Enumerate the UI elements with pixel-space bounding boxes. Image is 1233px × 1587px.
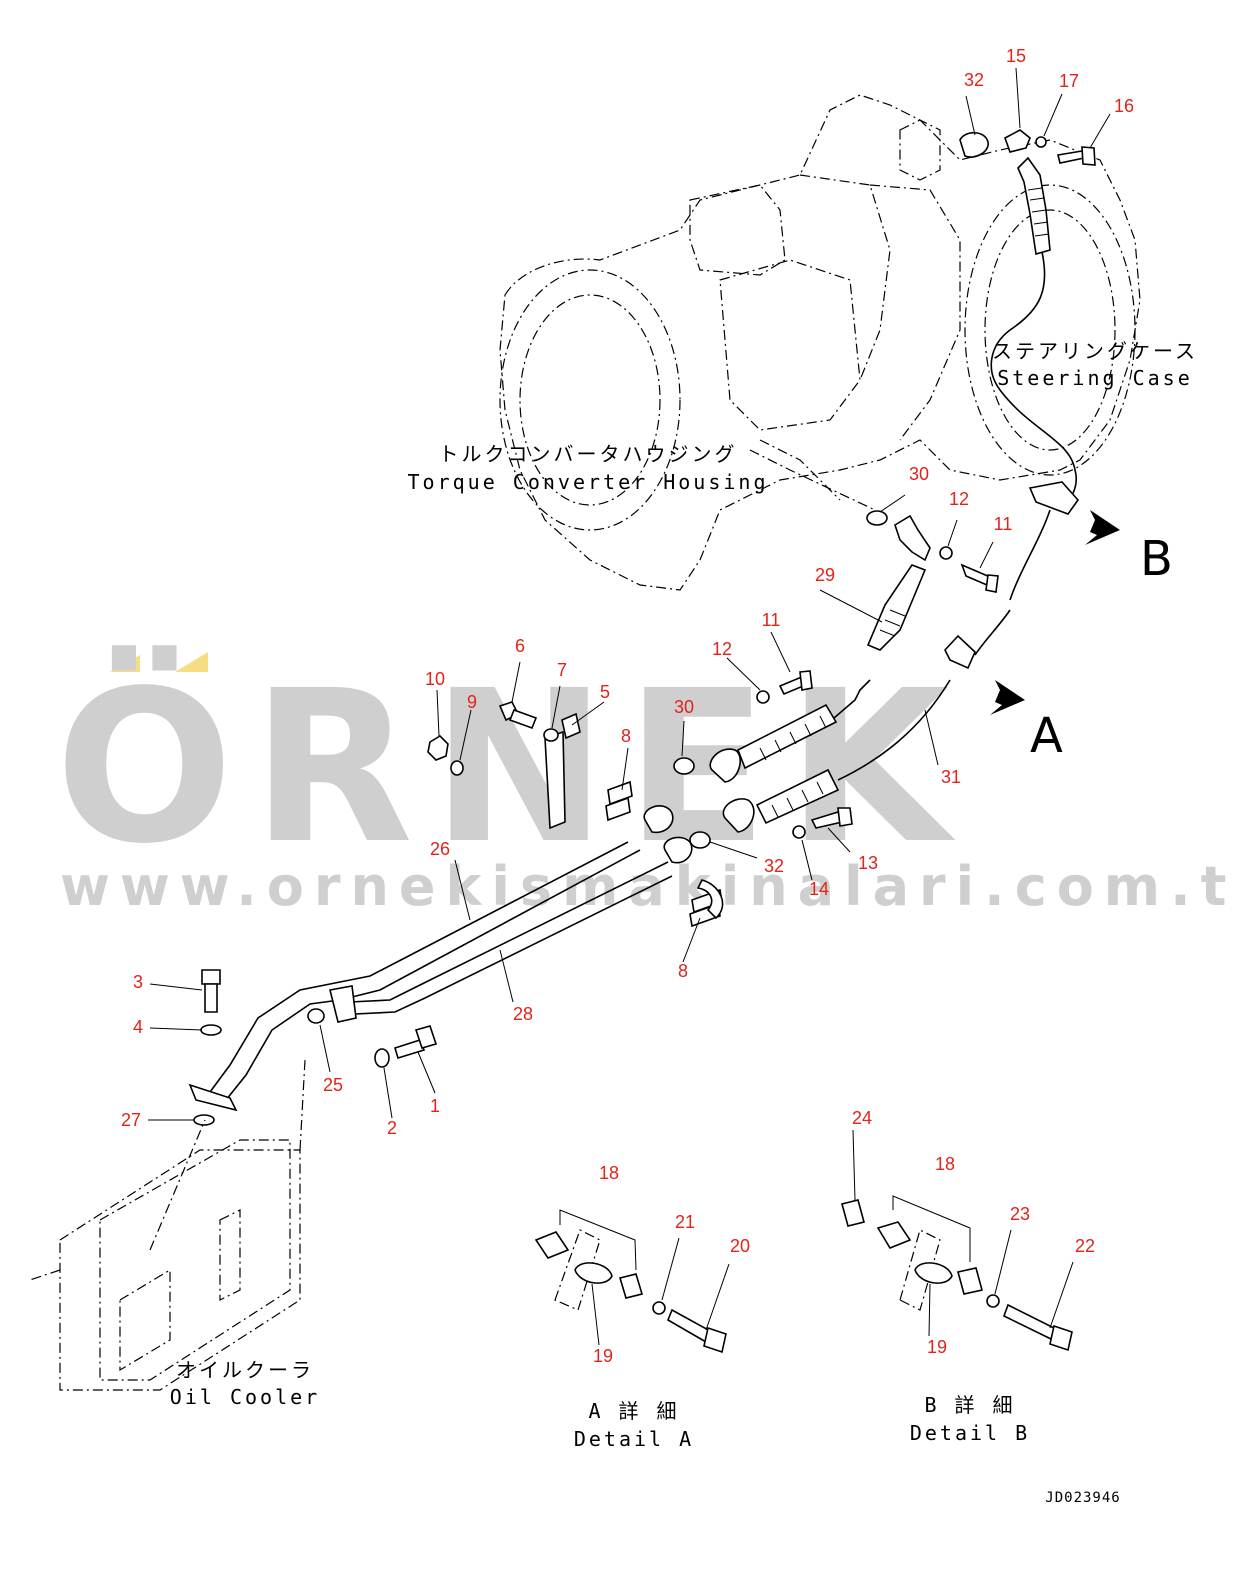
part-number: 12	[712, 639, 732, 659]
watermark-accent-right	[175, 652, 208, 672]
fasteners-left	[193, 701, 559, 1126]
part-number: 30	[674, 697, 694, 717]
part-number: 7	[557, 660, 567, 680]
part-number: 16	[1114, 96, 1134, 116]
part-number: 2	[387, 1118, 397, 1138]
detail-a-label-en: Detail A	[574, 1427, 694, 1451]
part-number: 12	[949, 489, 969, 509]
part-number: 10	[425, 669, 445, 689]
watermark: ÖRNEK www.ornekismakinalari.com.tr	[55, 644, 1233, 918]
torque-converter-label-jp: トルクコンバータハウジング	[439, 442, 738, 466]
steering-case-pipe	[959, 129, 1096, 496]
part-number: 18	[935, 1154, 955, 1174]
part-number: 32	[964, 70, 984, 90]
part-number: 24	[852, 1108, 872, 1128]
part-number: 30	[909, 464, 929, 484]
steering-case-label-jp: ステアリングケース	[992, 339, 1198, 363]
part-number: 21	[675, 1212, 695, 1232]
part-number-labels: 1 2 3 4 5 6 7 8 8 9 10 11 11 12 12 13 14…	[121, 46, 1134, 1366]
hose-29-assembly	[866, 510, 999, 651]
oil-cooler-drawing	[29, 1059, 306, 1391]
oil-cooler-label-jp: オイルクーラ	[176, 1358, 314, 1382]
part-number: 23	[1010, 1204, 1030, 1224]
part-number: 25	[323, 1075, 343, 1095]
callout-b-arrow	[1085, 510, 1120, 545]
part-number: 19	[927, 1337, 947, 1357]
part-number: 28	[513, 1004, 533, 1024]
detail-b-drawing	[841, 1195, 1073, 1352]
part-number: 15	[1006, 46, 1026, 66]
part-number: 1	[430, 1096, 440, 1116]
part-number: 3	[133, 972, 143, 992]
part-number: 19	[593, 1346, 613, 1366]
part-number: 4	[133, 1017, 143, 1037]
part-number: 26	[430, 839, 450, 859]
pipes-26-28	[188, 712, 724, 1112]
oil-cooler-label-en: Oil Cooler	[170, 1385, 320, 1409]
part-number: 6	[515, 636, 525, 656]
leader-lines	[148, 67, 1111, 1346]
watermark-brand: ÖRNEK	[55, 644, 967, 890]
part-number: 32	[764, 856, 784, 876]
part-number: 22	[1075, 1236, 1095, 1256]
part-number: 14	[809, 879, 829, 899]
callout-a-arrow	[990, 680, 1025, 715]
detail-b-label-jp: B 詳 細	[924, 1393, 1015, 1417]
drawing-code: JD023946	[1045, 1490, 1120, 1506]
part-number: 8	[621, 726, 631, 746]
torque-converter-label-en: Torque Converter Housing	[408, 470, 769, 494]
middle-hoses	[673, 481, 1080, 849]
part-number: 27	[121, 1110, 141, 1130]
steering-case-label-en: Steering Case	[997, 366, 1193, 390]
part-number: 5	[600, 682, 610, 702]
detail-a-drawing	[534, 1209, 727, 1354]
part-number: 18	[599, 1163, 619, 1183]
watermark-url: www.ornekismakinalari.com.tr	[60, 855, 1233, 918]
part-number: 31	[941, 767, 961, 787]
torque-converter-housing-drawing	[499, 94, 1141, 591]
part-number: 17	[1059, 71, 1079, 91]
captions: トルクコンバータハウジング Torque Converter Housing ス…	[170, 339, 1198, 1506]
part-number: 11	[994, 514, 1013, 534]
part-number: 9	[467, 692, 477, 712]
part-number: 11	[762, 610, 781, 630]
watermark-accent-left	[110, 655, 140, 672]
part-number: 8	[678, 961, 688, 981]
callout-b-letter: B	[1140, 531, 1173, 587]
part-number: 13	[858, 853, 878, 873]
detail-a-label-jp: A 詳 細	[588, 1399, 679, 1423]
part-number: 20	[730, 1236, 750, 1256]
part-number: 29	[815, 565, 835, 585]
callout-a-letter: A	[1030, 708, 1063, 764]
detail-b-label-en: Detail B	[910, 1421, 1030, 1445]
